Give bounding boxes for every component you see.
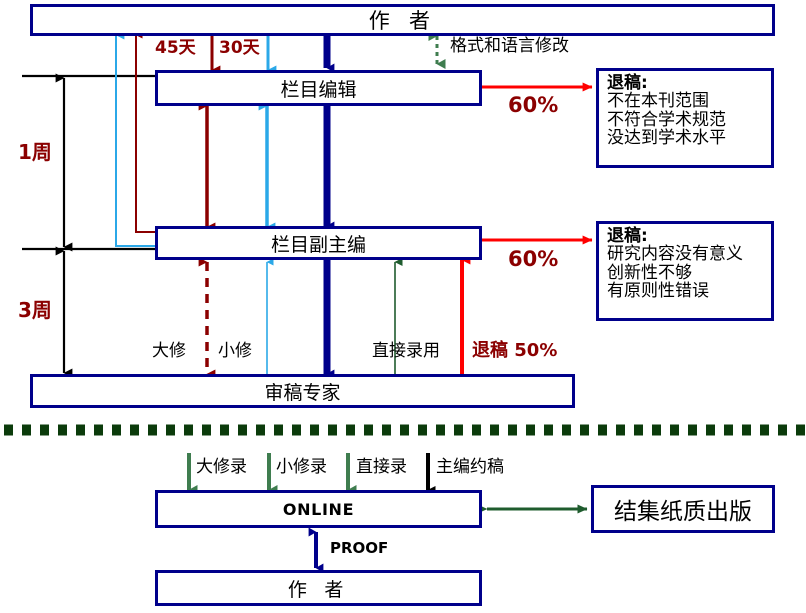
label-major-revision-accepted: 大修录 (196, 457, 247, 477)
reject-box-deputy-heading: 退稿: (607, 226, 648, 246)
label-reject-50: 退稿 50% (472, 340, 558, 361)
label-direct-accept: 直接录用 (372, 341, 440, 361)
box-author-top-label: 作 者 (368, 9, 437, 33)
reject-reason: 不符合学术规范 (607, 109, 726, 130)
box-online[interactable]: ONLINE (155, 490, 482, 528)
box-reviewer[interactable]: 审稿专家 (30, 374, 575, 408)
box-online-label: ONLINE (282, 499, 355, 519)
reject-box-editor[interactable]: 退稿: 不在本刊范围 不符合学术规范 没达到学术水平 (596, 68, 774, 168)
label-direct-accepted: 直接录 (356, 457, 407, 477)
light-blue-return-path (115, 30, 155, 247)
label-proof: PROOF (330, 539, 389, 557)
reject-box-editor-heading: 退稿: (607, 73, 648, 93)
box-column-editor-label: 栏目编辑 (280, 78, 357, 101)
reject-reason: 有原则性错误 (607, 281, 709, 302)
label-one-week: 1周 (18, 140, 52, 164)
reject-reason: 研究内容没有意义 (607, 244, 743, 265)
box-author-bottom[interactable]: 作 者 (155, 570, 482, 606)
label-three-weeks: 3周 (18, 298, 52, 322)
label-45-days: 45天 (155, 38, 196, 58)
box-author-top[interactable]: 作 者 (30, 4, 775, 36)
box-deputy-editor-label: 栏目副主编 (270, 233, 366, 256)
label-editor-solicited: 主编约稿 (436, 457, 504, 477)
box-author-bottom-label: 作 者 (287, 578, 350, 601)
label-reject-percent-deputy: 60% (508, 247, 559, 271)
label-reject-percent-editor: 60% (508, 93, 559, 117)
label-minor-revision-accepted: 小修录 (276, 457, 327, 477)
box-reviewer-label: 审稿专家 (264, 381, 341, 404)
week-bracket-rules (22, 73, 160, 378)
reject-box-deputy[interactable]: 退稿: 研究内容没有意义 创新性不够 有原则性错误 (596, 221, 774, 321)
box-deputy-editor[interactable]: 栏目副主编 (155, 226, 482, 260)
label-major-revision: 大修 (152, 341, 186, 361)
reject-reason: 创新性不够 (607, 262, 692, 283)
label-format-language-revision: 格式和语言修改 (450, 36, 569, 56)
label-30-days: 30天 (219, 38, 260, 58)
box-print-collection-label: 结集纸质出版 (614, 499, 752, 525)
box-print-collection[interactable]: 结集纸质出版 (591, 485, 775, 533)
reject-reason: 没达到学术水平 (607, 128, 726, 149)
label-minor-revision: 小修 (218, 341, 252, 361)
box-column-editor[interactable]: 栏目编辑 (155, 70, 482, 106)
dark-red-return-path (135, 31, 155, 233)
reject-reason: 不在本刊范围 (607, 91, 709, 112)
